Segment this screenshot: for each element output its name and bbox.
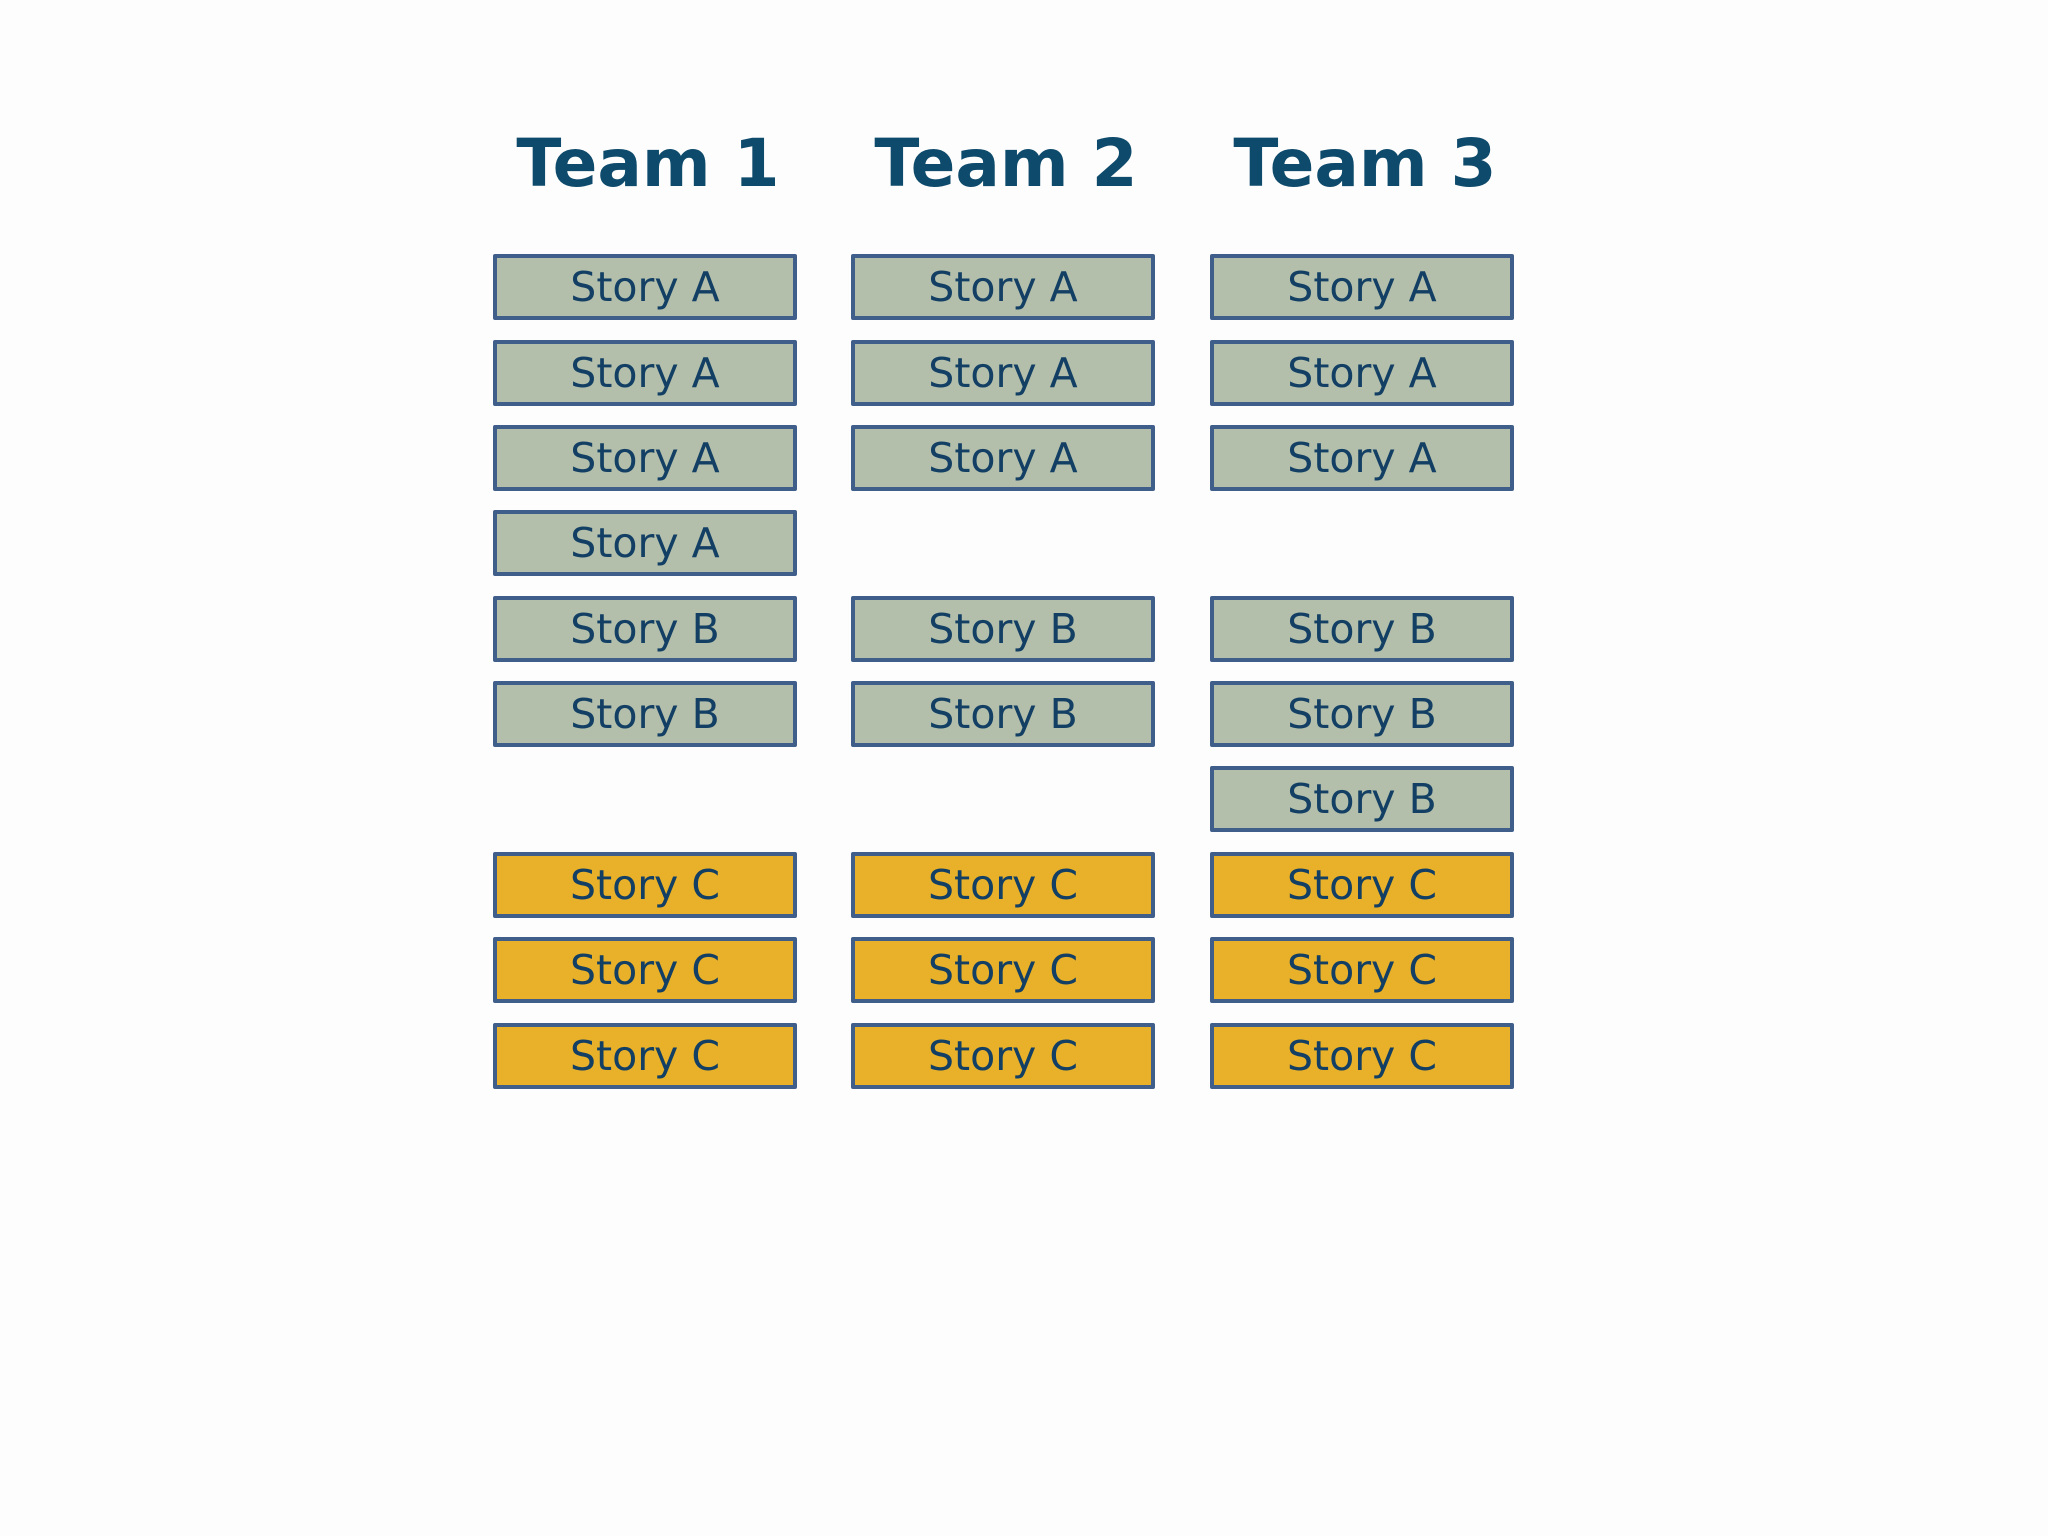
story-card[interactable]: Story C xyxy=(493,1023,797,1089)
story-card[interactable]: Story C xyxy=(493,937,797,1003)
story-card[interactable]: Story B xyxy=(493,681,797,747)
story-card[interactable]: Story B xyxy=(1210,681,1514,747)
story-card[interactable]: Story A xyxy=(851,425,1155,491)
story-card[interactable]: Story A xyxy=(1210,340,1514,406)
story-card[interactable]: Story A xyxy=(493,340,797,406)
story-card[interactable]: Story A xyxy=(851,340,1155,406)
story-card[interactable]: Story C xyxy=(493,852,797,918)
story-card[interactable]: Story C xyxy=(1210,852,1514,918)
story-card[interactable]: Story B xyxy=(1210,596,1514,662)
story-card[interactable]: Story C xyxy=(1210,1023,1514,1089)
story-card[interactable]: Story B xyxy=(1210,766,1514,832)
story-card[interactable]: Story B xyxy=(851,681,1155,747)
story-card[interactable]: Story A xyxy=(493,510,797,576)
story-card[interactable]: Story A xyxy=(1210,254,1514,320)
team-1-title: Team 1 xyxy=(516,125,780,202)
story-card[interactable]: Story A xyxy=(493,425,797,491)
story-card[interactable]: Story C xyxy=(851,937,1155,1003)
story-card[interactable]: Story A xyxy=(851,254,1155,320)
story-card[interactable]: Story B xyxy=(851,596,1155,662)
story-card[interactable]: Story C xyxy=(851,1023,1155,1089)
team-2-title: Team 2 xyxy=(874,125,1138,202)
team-3-title: Team 3 xyxy=(1233,125,1497,202)
story-card[interactable]: Story A xyxy=(493,254,797,320)
story-card[interactable]: Story A xyxy=(1210,425,1514,491)
story-card[interactable]: Story B xyxy=(493,596,797,662)
story-card[interactable]: Story C xyxy=(851,852,1155,918)
story-card[interactable]: Story C xyxy=(1210,937,1514,1003)
